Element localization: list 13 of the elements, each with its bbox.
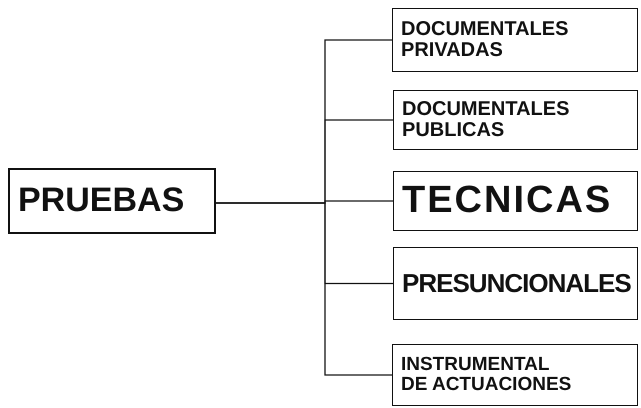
category-box bbox=[393, 247, 638, 320]
category-label: DOCUMENTALES PUBLICAS bbox=[402, 99, 570, 141]
category-label: PRESUNCIONALES bbox=[402, 270, 631, 298]
category-box bbox=[393, 90, 638, 150]
category-label: DOCUMENTALES PRIVADAS bbox=[401, 19, 570, 61]
connector-line bbox=[216, 202, 392, 376]
category-label: TECNICAS bbox=[402, 181, 612, 221]
category-box bbox=[392, 344, 638, 406]
category-label: PRUEBAS bbox=[18, 183, 184, 219]
category-box bbox=[8, 168, 216, 234]
category-box bbox=[392, 8, 638, 72]
category-box bbox=[393, 171, 638, 231]
category-label: INSTRUMENTAL DE ACTUACIONES bbox=[401, 355, 572, 395]
